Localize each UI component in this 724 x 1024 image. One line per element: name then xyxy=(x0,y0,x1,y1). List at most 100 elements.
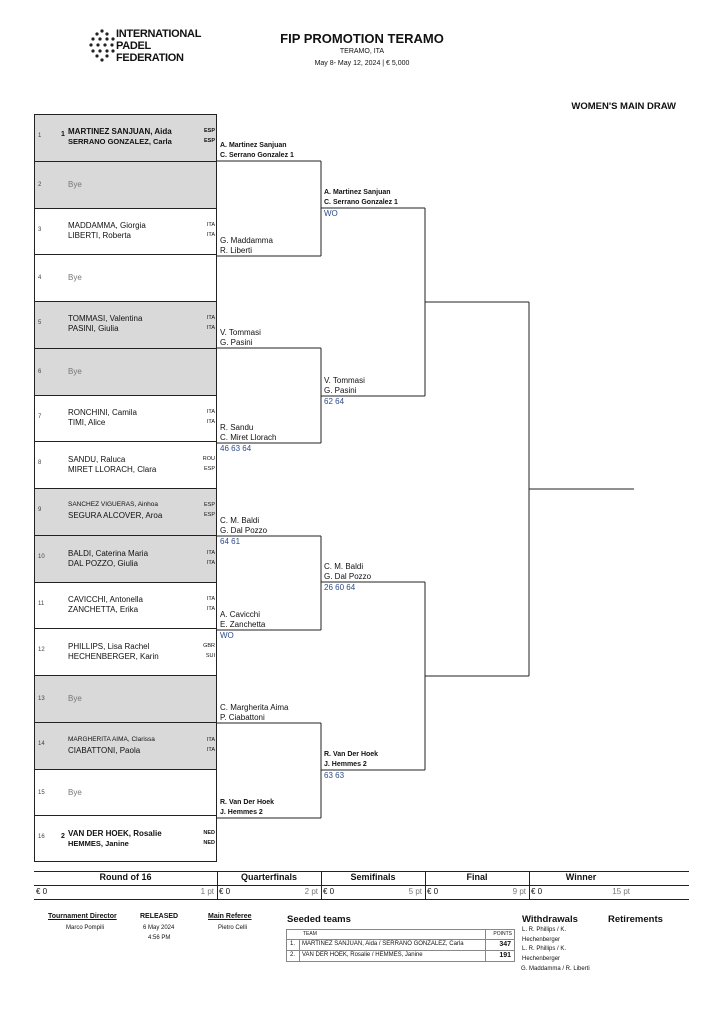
player-name: SANCHEZ VIGUERAS, Ainhoa xyxy=(68,501,158,508)
bracket-lines xyxy=(217,160,634,819)
round-name: Winner xyxy=(565,872,597,882)
round-prize: € 0 xyxy=(427,887,439,896)
draw-name: WOMEN'S MAIN DRAW xyxy=(571,101,676,112)
player-name: PASINI, Giulia xyxy=(68,324,119,333)
player-name: MARTINEZ SANJUAN, Aida xyxy=(68,127,172,136)
team-line-1: C. M. Baldi xyxy=(220,516,260,525)
nationality-code: ITA xyxy=(206,736,215,743)
player-name: PHILLIPS, Lisa Rachel xyxy=(68,642,150,652)
team-line-2: G. Dal Pozzo xyxy=(324,572,372,581)
nationality-code: GBR xyxy=(203,643,215,650)
match-score: 62 64 xyxy=(324,397,345,406)
logo-line-3: FEDERATION xyxy=(116,52,184,64)
logo-line-1: INTERNATIONAL xyxy=(116,28,202,40)
bye-label: Bye xyxy=(68,179,82,189)
withdrawals-title: Withdrawals xyxy=(522,914,578,925)
team-line-2: E. Zanchetta xyxy=(220,620,266,629)
slot-number: 13 xyxy=(38,696,45,702)
team-line-2: C. Miret Llorach xyxy=(220,433,277,442)
team-line-2: R. Liberti xyxy=(220,246,253,255)
team-line-2: C. Serrano Gonzalez 1 xyxy=(324,199,398,206)
slot-number: 6 xyxy=(38,368,42,375)
player-name: CAVICCHI, Antonella xyxy=(68,594,143,604)
team-line-1: V. Tommasi xyxy=(220,328,261,337)
round-points: 5 pt xyxy=(408,887,422,896)
nationality-code: ITA xyxy=(206,559,215,566)
rounds-mid-rule xyxy=(34,885,689,886)
match-score: 26 60 64 xyxy=(324,583,356,592)
points-col-header: POINTS xyxy=(493,931,512,937)
slot-number: 4 xyxy=(38,275,42,282)
bye-label: Bye xyxy=(68,273,82,283)
nationality-code: ESP xyxy=(203,502,215,508)
nationality-code: ITA xyxy=(206,408,215,415)
player-name: MADDAMMA, Giorgia xyxy=(68,220,146,230)
withdrawal-entry: Hechenberger xyxy=(522,937,561,943)
player-name: CIABATTONI, Paola xyxy=(68,745,141,755)
nationality-code: ROU xyxy=(202,456,215,463)
player-name: LIBERTI, Roberta xyxy=(68,230,131,240)
team-line-2: G. Dal Pozzo xyxy=(220,526,268,535)
fip-logo: INTERNATIONAL PADEL FEDERATION xyxy=(88,27,202,67)
team-line-1: V. Tommasi xyxy=(324,376,365,385)
round-name: Final xyxy=(466,872,488,882)
released-time: 4:56 PM xyxy=(148,935,171,941)
nationality-code: ITA xyxy=(206,549,215,556)
referee-name: Pietro Celli xyxy=(218,925,248,931)
seed-row-number: 1. xyxy=(290,941,296,947)
slot-number: 10 xyxy=(38,553,45,560)
seed-marker: 1 xyxy=(61,131,65,138)
round-divider xyxy=(217,871,218,899)
nationality-code: NED xyxy=(203,840,215,847)
player-name: MIRET LLORACH, Clara xyxy=(68,465,157,475)
slot-number: 5 xyxy=(38,320,42,326)
team-line-2: C. Serrano Gonzalez 1 xyxy=(220,152,294,159)
player-name: TIMI, Alice xyxy=(68,417,106,427)
team-line-1: A. Martinez Sanjuan xyxy=(220,142,287,149)
bye-label: Bye xyxy=(68,694,82,703)
nationality-code: ITA xyxy=(206,221,215,228)
slot-number: 15 xyxy=(38,789,45,796)
slot-number: 3 xyxy=(38,226,42,233)
released-label: RELEASED xyxy=(140,913,179,920)
bye-label: Bye xyxy=(68,787,82,797)
player-name: HECHENBERGER, Karin xyxy=(68,652,159,662)
match-score: 64 61 xyxy=(220,537,241,546)
round-name: Round of 16 xyxy=(99,872,152,882)
nationality-code: ESP xyxy=(203,128,215,134)
draw-slot: 6 Bye xyxy=(34,347,217,395)
td-label: Tournament Director xyxy=(48,913,117,920)
player-name: VAN DER HOEK, Rosalie xyxy=(68,829,162,839)
nationality-code: ITA xyxy=(206,605,215,612)
player-name: RONCHINI, Camila xyxy=(68,407,137,417)
player-name: SEGURA ALCOVER, Aroa xyxy=(68,511,163,520)
slot-number: 7 xyxy=(38,413,42,420)
slot-number: 12 xyxy=(38,647,45,654)
slots-frame xyxy=(34,114,217,862)
bye-label: Bye xyxy=(68,366,82,376)
nationality-code: ITA xyxy=(206,325,215,331)
referee-label: Main Referee xyxy=(208,913,252,920)
round-points: 1 pt xyxy=(200,887,214,896)
draw-slot: 13 Bye xyxy=(34,675,217,722)
nationality-code: ITA xyxy=(206,595,215,602)
player-name: HEMMES, Janine xyxy=(68,839,129,849)
seed-row-team: VAN DER HOEK, Rosalie / HEMMES, Janine xyxy=(302,952,423,958)
withdrawal-entry: L. R. Phillips / K. xyxy=(522,946,567,952)
nationality-code: ITA xyxy=(206,418,215,425)
round-divider xyxy=(425,871,426,899)
match-score: WO xyxy=(220,631,234,640)
player-name: DAL POZZO, Giulia xyxy=(68,558,138,568)
withdrawal-entry: Hechenberger xyxy=(522,956,561,962)
match-score: 46 63 64 xyxy=(220,444,252,453)
player-name: BALDI, Caterina Maria xyxy=(68,548,149,558)
nationality-code: SUI xyxy=(205,653,215,660)
match-score: WO xyxy=(324,209,338,218)
